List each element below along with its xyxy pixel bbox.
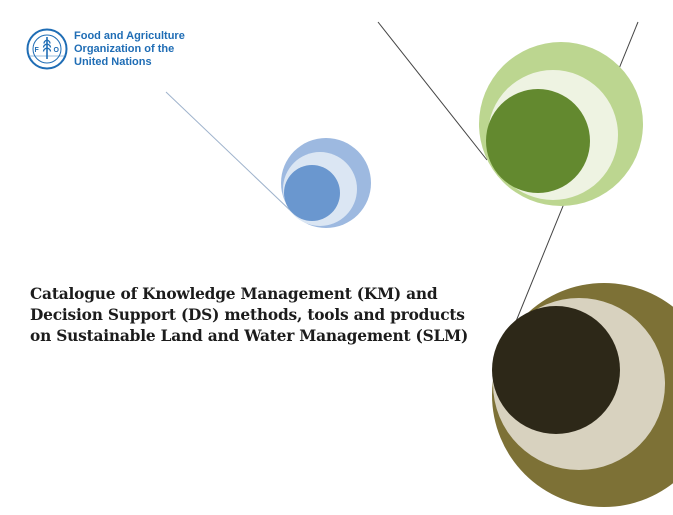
fao-emblem-icon: F O bbox=[26, 28, 68, 70]
decor-line-blue bbox=[165, 91, 295, 215]
decor-line-upper bbox=[377, 21, 488, 161]
blue-circle-group bbox=[281, 138, 371, 228]
organization-name-line-1: Food and Agriculture bbox=[74, 29, 185, 42]
document-title: Catalogue of Knowledge Management (KM) a… bbox=[30, 285, 469, 345]
organization-name-line-3: United Nations bbox=[74, 55, 152, 68]
fao-logo: F O Food and Agriculture Organization of… bbox=[26, 28, 185, 70]
organization-name: Food and Agriculture Organization of the… bbox=[74, 30, 185, 69]
olive-circle-group bbox=[492, 283, 673, 507]
organization-name-line-2: Organization of the bbox=[74, 42, 175, 55]
green-circle-group bbox=[479, 42, 643, 206]
emblem-letter-f: F bbox=[35, 47, 40, 54]
emblem-letter-o: O bbox=[54, 47, 60, 54]
